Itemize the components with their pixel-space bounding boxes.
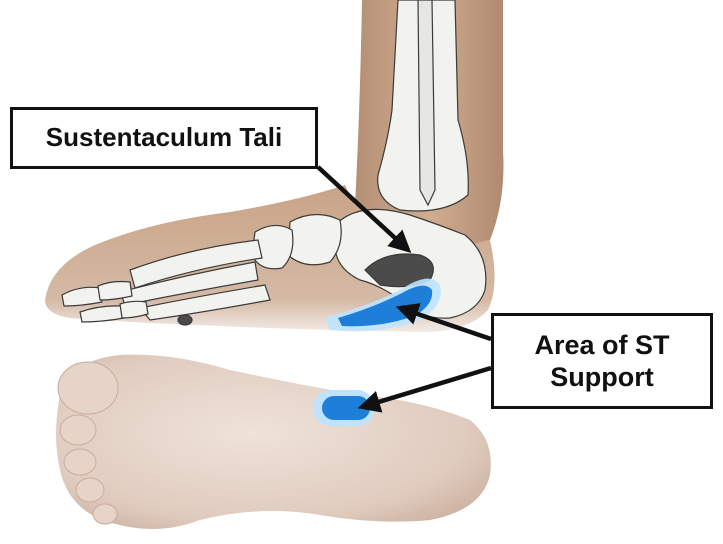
area-of-st-support-line1: Area of ST <box>534 329 669 361</box>
area-of-st-support-line2: Support <box>550 361 653 393</box>
area-of-st-support-label: Area of ST Support <box>491 313 713 409</box>
foot-sole-shape <box>56 355 491 529</box>
sustentaculum-tali-label: Sustentaculum Tali <box>10 107 318 169</box>
arrow-to-sole-pad-icon <box>362 368 491 407</box>
sustentaculum-tali-text: Sustentaculum Tali <box>46 122 282 153</box>
